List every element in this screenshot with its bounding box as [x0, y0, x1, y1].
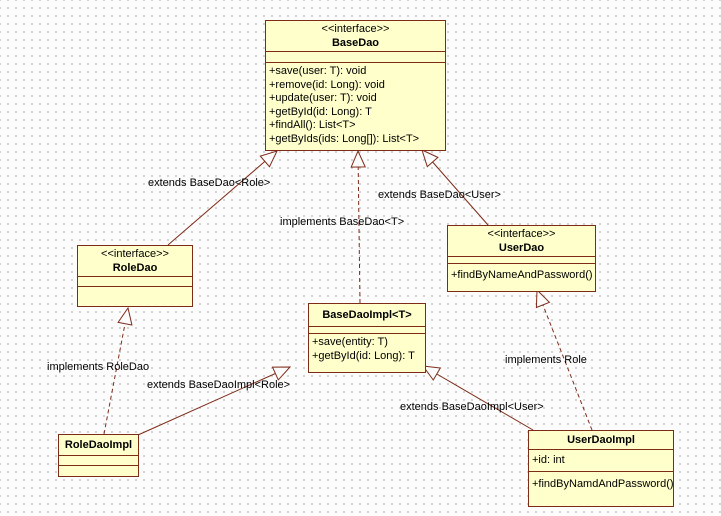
- class-node-roledaoimpl[interactable]: RoleDaoImpl: [58, 434, 139, 477]
- method-item: +getById(id: Long): T: [312, 349, 415, 362]
- edge-label-basedaoimpl-implements: implements BaseDao<T>: [280, 216, 405, 228]
- class-node-userdao[interactable]: <<interface>> UserDao +findByNameAndPass…: [447, 225, 596, 292]
- method-item: +findAll(): List<T>: [269, 119, 356, 131]
- edge-label-roledaoimpl-extends: extends BaseDaoImpl<Role>: [147, 379, 291, 391]
- methods-compartment: +save(user: T): void +remove(id: Long): …: [266, 62, 445, 150]
- edge-label-userdao-extends: extends BaseDao<User>: [378, 189, 501, 201]
- realization-arrowhead: [350, 149, 366, 168]
- class-node-basedao[interactable]: <<interface>> BaseDao +save(user: T): vo…: [265, 20, 446, 151]
- methods-compartment: +findByNamdAndPassword(): [529, 471, 674, 506]
- class-node-basedaoimpl[interactable]: BaseDaoImpl<T> +save(entity: T) +getById…: [308, 303, 426, 373]
- methods-compartment: [78, 286, 192, 306]
- method-item: +getByIds(ids: Long[]): List<T>: [269, 132, 420, 145]
- edge-label-roledao-extends: extends BaseDao<Role>: [148, 177, 271, 189]
- edge-userdaoimpl-implements-userdao[interactable]: [535, 288, 593, 431]
- class-name: UserDao: [498, 242, 545, 254]
- attributes-compartment: [309, 326, 425, 333]
- edge-roledaoimpl-implements-roledao[interactable]: [103, 306, 133, 435]
- methods-compartment: [59, 465, 138, 476]
- stereotype-label: <<interface>>: [101, 248, 169, 260]
- attribute-item: +id: int: [532, 454, 565, 466]
- generalization-arrowhead: [259, 150, 278, 168]
- attributes-compartment: [448, 256, 595, 263]
- edge-basedaoimpl-implements-basedao[interactable]: [350, 149, 366, 304]
- method-item: +findByNameAndPassword(): [451, 269, 593, 281]
- attributes-compartment: [266, 51, 445, 62]
- node-title-compartment: <<interface>> RoleDao: [78, 246, 192, 276]
- realization-arrowhead: [117, 306, 133, 326]
- edge-userdao-extends-basedao[interactable]: [421, 149, 489, 226]
- node-title-compartment: <<interface>> UserDao: [448, 226, 595, 256]
- generalization-arrowhead: [421, 149, 439, 168]
- generalization-arrowhead: [271, 366, 292, 381]
- method-item: +getById(id: Long): T: [269, 105, 372, 118]
- class-node-userdaoimpl[interactable]: UserDaoImpl +id: int +findByNamdAndPassw…: [528, 430, 674, 507]
- realization-arrowhead: [535, 288, 551, 309]
- node-title-compartment: UserDaoImpl: [529, 431, 673, 449]
- attributes-compartment: +id: int: [529, 449, 673, 471]
- class-name: BaseDao: [331, 37, 380, 49]
- method-item: +update(user: T): void: [269, 92, 377, 104]
- node-title-compartment: RoleDaoImpl: [59, 435, 138, 455]
- edge-label-userdaoimpl-implements: implements Role: [505, 354, 587, 366]
- edge-roledao-extends-basedao[interactable]: [167, 150, 278, 246]
- edge-roledaoimpl-extends-basedaoimpl[interactable]: [137, 366, 292, 436]
- generalization-arrowhead: [421, 365, 442, 381]
- method-item: +save(user: T): void: [269, 65, 367, 77]
- class-name: BaseDaoImpl<T>: [322, 309, 412, 321]
- attributes-compartment: [59, 455, 138, 465]
- node-title-compartment: BaseDaoImpl<T>: [309, 304, 425, 326]
- class-name: RoleDao: [112, 262, 158, 274]
- class-name: UserDaoImpl: [567, 434, 635, 446]
- edge-label-userdaoimpl-extends: extends BaseDaoImpl<User>: [400, 401, 544, 413]
- methods-compartment: +save(entity: T) +getById(id: Long): T: [309, 333, 425, 372]
- method-item: +remove(id: Long): void: [269, 78, 385, 91]
- stereotype-label: <<interface>>: [321, 23, 390, 35]
- edge-userdaoimpl-extends-basedaoimpl[interactable]: [421, 365, 534, 431]
- stereotype-label: <<interface>>: [487, 228, 556, 240]
- edge-label-roledaoimpl-implements: implements RoleDao: [47, 361, 150, 373]
- attributes-compartment: [78, 276, 192, 286]
- method-item: +save(entity: T): [312, 336, 388, 348]
- class-node-roledao[interactable]: <<interface>> RoleDao: [77, 245, 193, 307]
- methods-compartment: +findByNameAndPassword(): [448, 263, 595, 291]
- class-name: RoleDaoImpl: [64, 439, 133, 451]
- node-title-compartment: <<interface>> BaseDao: [266, 21, 445, 51]
- method-item: +findByNamdAndPassword(): [532, 478, 674, 490]
